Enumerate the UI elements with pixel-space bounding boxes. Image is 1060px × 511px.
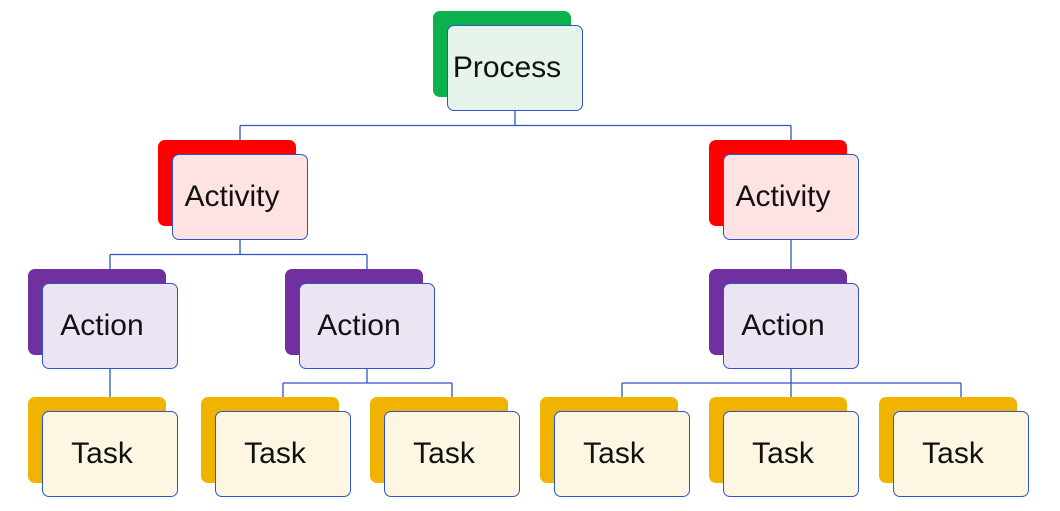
task-node-1-label: Task	[71, 437, 133, 470]
activity-node-left: Activity	[158, 140, 308, 240]
activity-node-right-box: Activity	[723, 154, 859, 240]
task-node-1-box: Task	[42, 411, 178, 497]
task-node-3: Task	[370, 397, 520, 497]
action-node-3-label: Action	[741, 309, 825, 342]
action-node-2-label: Action	[317, 309, 401, 342]
action-node-1-box: Action	[42, 283, 178, 369]
activity-node-left-label: Activity	[184, 180, 280, 213]
task-node-6: Task	[879, 397, 1029, 497]
task-node-5: Task	[709, 397, 859, 497]
task-node-2: Task	[201, 397, 351, 497]
task-node-4-label: Task	[583, 437, 645, 470]
task-node-4: Task	[540, 397, 690, 497]
task-node-4-box: Task	[554, 411, 690, 497]
task-node-5-label: Task	[752, 437, 814, 470]
task-node-5-box: Task	[723, 411, 859, 497]
task-node-2-label: Task	[244, 437, 306, 470]
task-node-6-label: Task	[922, 437, 984, 470]
action-node-3: Action	[709, 269, 859, 369]
action-node-3-box: Action	[723, 283, 859, 369]
task-node-6-box: Task	[893, 411, 1029, 497]
task-node-1: Task	[28, 397, 178, 497]
action-node-1: Action	[28, 269, 178, 369]
process-node: Process	[433, 11, 583, 111]
task-node-3-box: Task	[384, 411, 520, 497]
activity-node-right-label: Activity	[735, 180, 831, 213]
task-node-3-label: Task	[413, 437, 475, 470]
process-node-label: Process	[452, 51, 562, 84]
process-node-box: Process	[447, 25, 583, 111]
activity-node-left-box: Activity	[172, 154, 308, 240]
task-node-2-box: Task	[215, 411, 351, 497]
activity-node-right: Activity	[709, 140, 859, 240]
action-node-2-box: Action	[299, 283, 435, 369]
action-node-1-label: Action	[60, 309, 144, 342]
action-node-2: Action	[285, 269, 435, 369]
